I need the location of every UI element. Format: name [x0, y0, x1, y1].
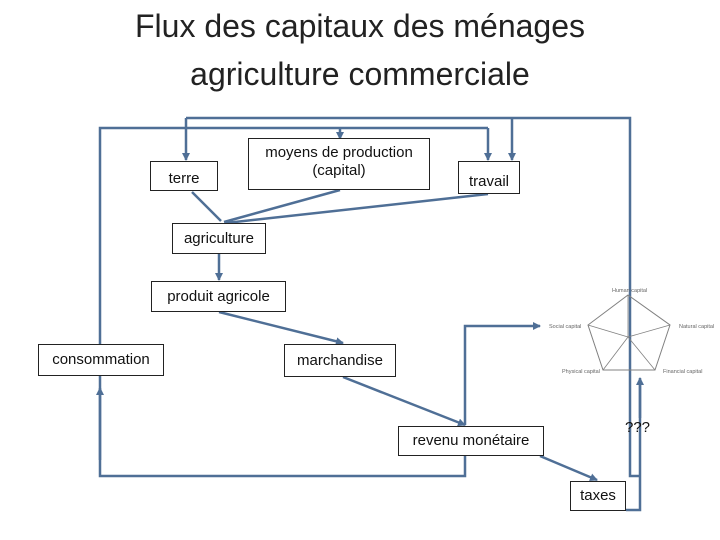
loop-right-vertical	[626, 380, 642, 512]
consommation-return	[96, 387, 467, 478]
title-line-1: Flux des capitaux des ménages	[134, 8, 586, 44]
node-taxes: taxes	[570, 481, 626, 511]
node-terre: terre	[150, 161, 218, 191]
node-travail-label: travail	[468, 173, 509, 190]
node-produit-label: produit agricole	[167, 287, 270, 305]
node-moyens-label-1: moyens de production	[265, 144, 413, 161]
terre-to-agriculture	[191, 191, 222, 222]
node-unknown: ???	[625, 419, 651, 436]
node-moyens-de-production: moyens de production (capital)	[248, 138, 430, 190]
node-taxes-label: taxes	[580, 487, 616, 504]
moyens-to-agriculture	[223, 188, 341, 224]
node-agriculture: agriculture	[172, 223, 266, 254]
node-consommation: consommation	[38, 344, 164, 376]
pentagon-label-right: Natural capital	[679, 324, 714, 330]
capitals-pentagon: Human capital Natural capital Financial …	[549, 288, 714, 375]
diagram-title: Flux des capitaux des ménages agricultur…	[0, 2, 720, 98]
marchandise-to-revenu	[342, 375, 466, 427]
node-terre-label: terre	[168, 170, 200, 187]
title-line-2: agriculture commerciale	[190, 56, 530, 92]
node-moyens-label-2: (capital)	[312, 162, 366, 179]
pentagon-label-left: Social capital	[549, 324, 581, 330]
node-produit-agricole: produit agricole	[151, 281, 286, 312]
travail-to-agriculture	[225, 192, 489, 227]
node-revenu-monetaire: revenu monétaire	[398, 426, 544, 456]
node-travail: travail	[458, 161, 520, 194]
node-agriculture-label: agriculture	[183, 229, 255, 247]
produit-to-marchandise	[218, 310, 344, 346]
revenu-to-pentagon	[463, 322, 541, 425]
pentagon-label-bottom-right: Financial capital	[663, 369, 702, 375]
node-marchandise-label: marchandise	[297, 351, 383, 369]
node-consommation-label: consommation	[52, 351, 150, 368]
pentagon-label-top: Human capital	[612, 288, 647, 294]
revenu-to-taxes	[539, 454, 598, 482]
node-revenu-label: revenu monétaire	[412, 432, 530, 449]
node-marchandise: marchandise	[284, 344, 396, 377]
pentagon-label-bottom-left: Physical capital	[562, 369, 600, 375]
